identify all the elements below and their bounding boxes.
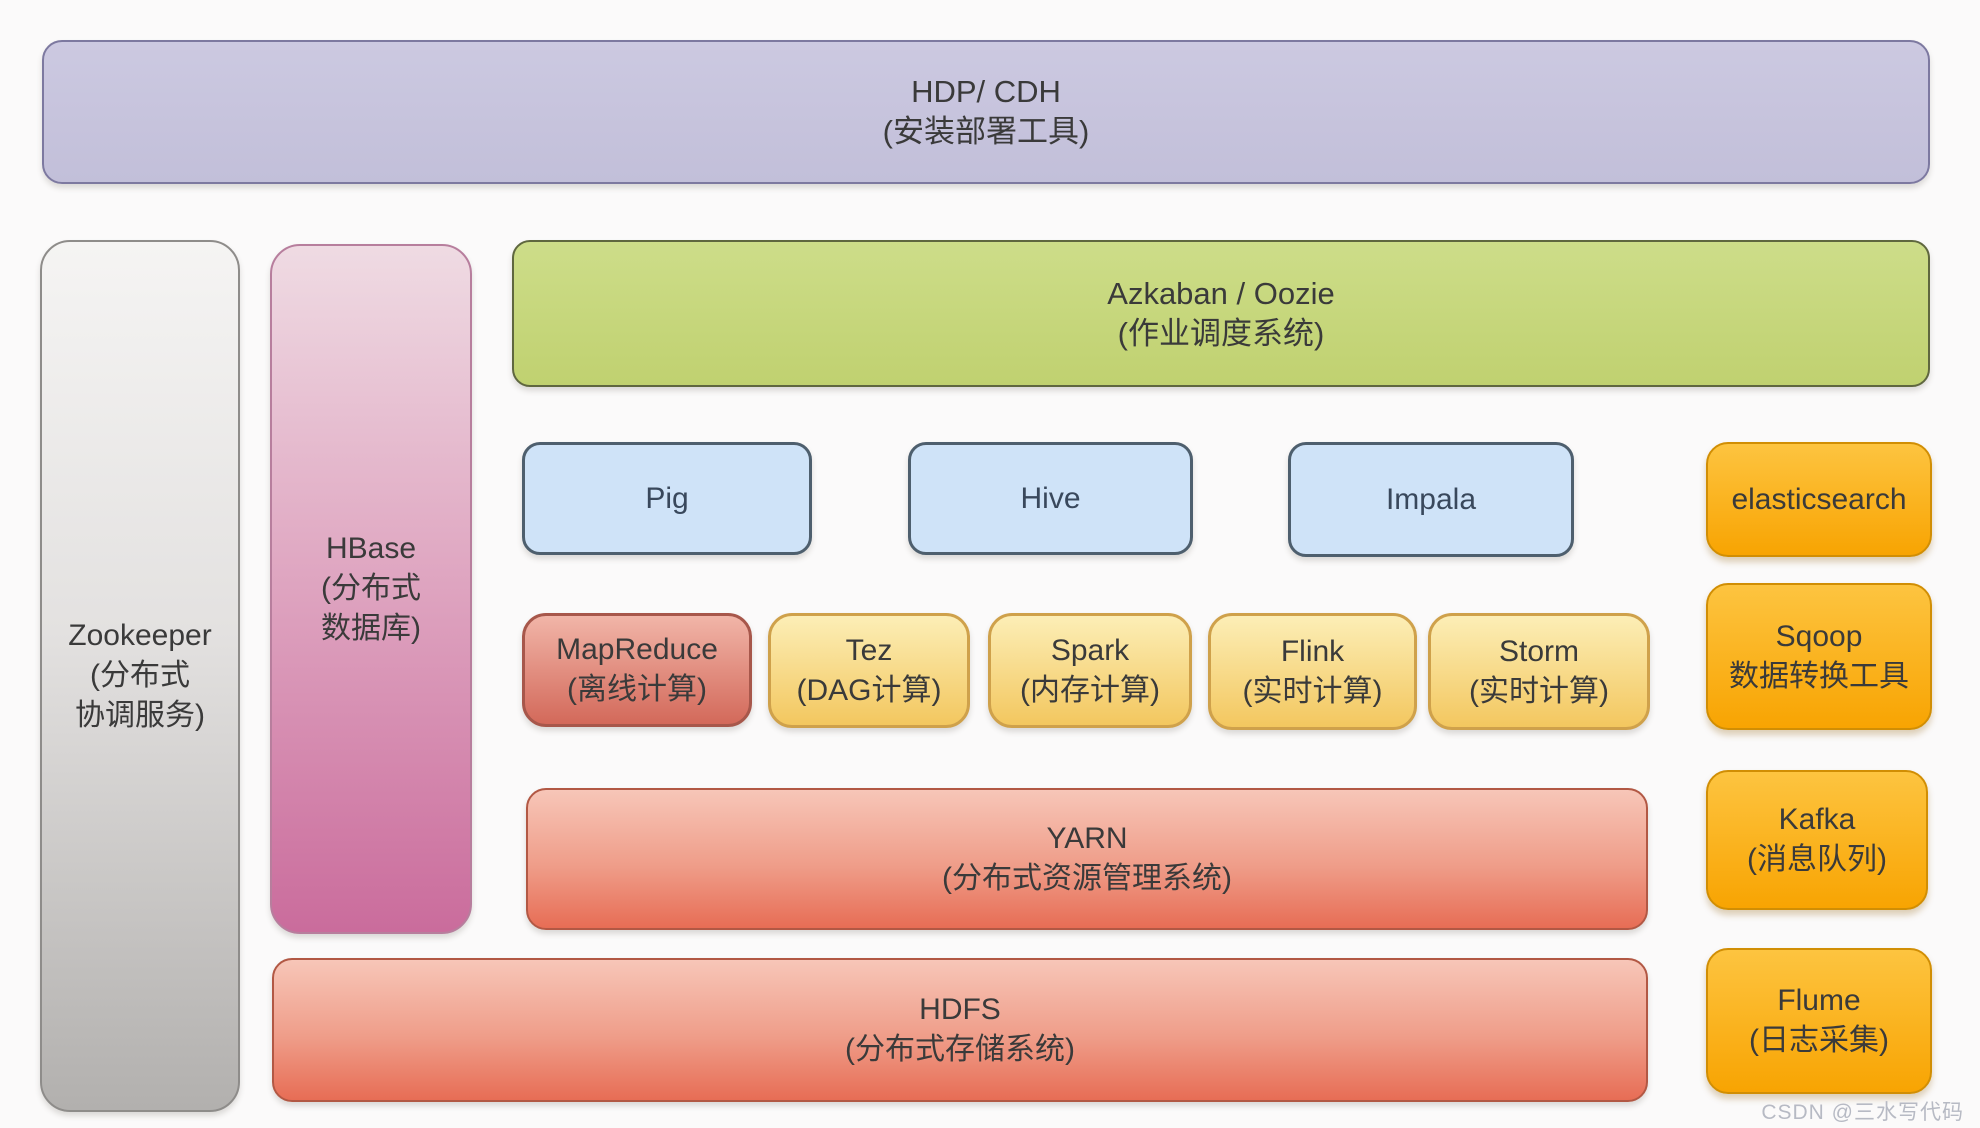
scheduler-title: Azkaban / Oozie [1107, 275, 1335, 311]
spark-title: Spark [1050, 633, 1130, 667]
deploy-tools-subtitle: (安装部署工具) [882, 114, 1090, 149]
spark-subtitle: (内存计算) [1020, 673, 1160, 707]
zookeeper-subtitle-line1: (分布式 [90, 659, 190, 692]
hive-title: Hive [1020, 481, 1081, 515]
hdfs-title: HDFS [919, 993, 1001, 1026]
tez-subtitle: (DAG计算) [796, 673, 942, 707]
storm-box: Storm (实时计算) [1428, 613, 1650, 730]
spark-box: Spark (内存计算) [988, 613, 1192, 728]
flume-subtitle: (日志采集) [1749, 1024, 1889, 1057]
sqoop-box: Sqoop 数据转换工具 [1706, 583, 1932, 730]
kafka-box: Kafka (消息队列) [1706, 770, 1928, 910]
zookeeper-box: Zookeeper (分布式 协调服务) [40, 240, 240, 1112]
flume-box: Flume (日志采集) [1706, 948, 1932, 1094]
sqoop-title: Sqoop [1775, 619, 1863, 653]
pig-box: Pig [522, 442, 812, 555]
hdfs-subtitle: (分布式存储系统) [845, 1033, 1075, 1066]
yarn-subtitle: (分布式资源管理系统) [942, 862, 1232, 895]
hbase-title: HBase [325, 532, 417, 565]
hbase-box: HBase (分布式 数据库) [270, 244, 472, 934]
yarn-box: YARN (分布式资源管理系统) [526, 788, 1648, 930]
yarn-title: YARN [1046, 822, 1128, 855]
storm-title: Storm [1498, 634, 1579, 668]
impala-box: Impala [1288, 442, 1574, 557]
flink-box: Flink (实时计算) [1208, 613, 1417, 730]
hive-box: Hive [908, 442, 1193, 555]
pig-title: Pig [645, 481, 689, 515]
kafka-title: Kafka [1778, 803, 1856, 836]
mapreduce-title: MapReduce [556, 633, 718, 666]
deploy-tools-title: HDP/ CDH [911, 74, 1061, 109]
csdn-watermark: CSDN @三水写代码 [1761, 1101, 1964, 1124]
elasticsearch-title: elasticsearch [1731, 482, 1907, 516]
elasticsearch-box: elasticsearch [1706, 442, 1932, 557]
scheduler-box: Azkaban / Oozie (作业调度系统) [512, 240, 1930, 387]
hbase-subtitle-line2: 数据库) [321, 612, 421, 645]
flink-subtitle: (实时计算) [1242, 674, 1383, 708]
hbase-subtitle-line1: (分布式 [321, 572, 421, 605]
scheduler-subtitle: (作业调度系统) [1117, 315, 1325, 351]
sqoop-subtitle: 数据转换工具 [1729, 659, 1909, 693]
kafka-subtitle: (消息队列) [1747, 843, 1887, 876]
storm-subtitle: (实时计算) [1469, 674, 1609, 708]
mapreduce-subtitle: (离线计算) [567, 673, 707, 706]
hdfs-box: HDFS (分布式存储系统) [272, 958, 1648, 1102]
deploy-tools-box: HDP/ CDH (安装部署工具) [42, 40, 1930, 184]
flink-title: Flink [1280, 634, 1345, 668]
mapreduce-box: MapReduce (离线计算) [522, 613, 752, 727]
tez-title: Tez [845, 633, 893, 667]
zookeeper-subtitle-line2: 协调服务) [75, 699, 205, 732]
zookeeper-title: Zookeeper [68, 619, 212, 652]
flume-title: Flume [1777, 984, 1861, 1017]
tez-box: Tez (DAG计算) [768, 613, 970, 728]
impala-title: Impala [1385, 482, 1477, 516]
